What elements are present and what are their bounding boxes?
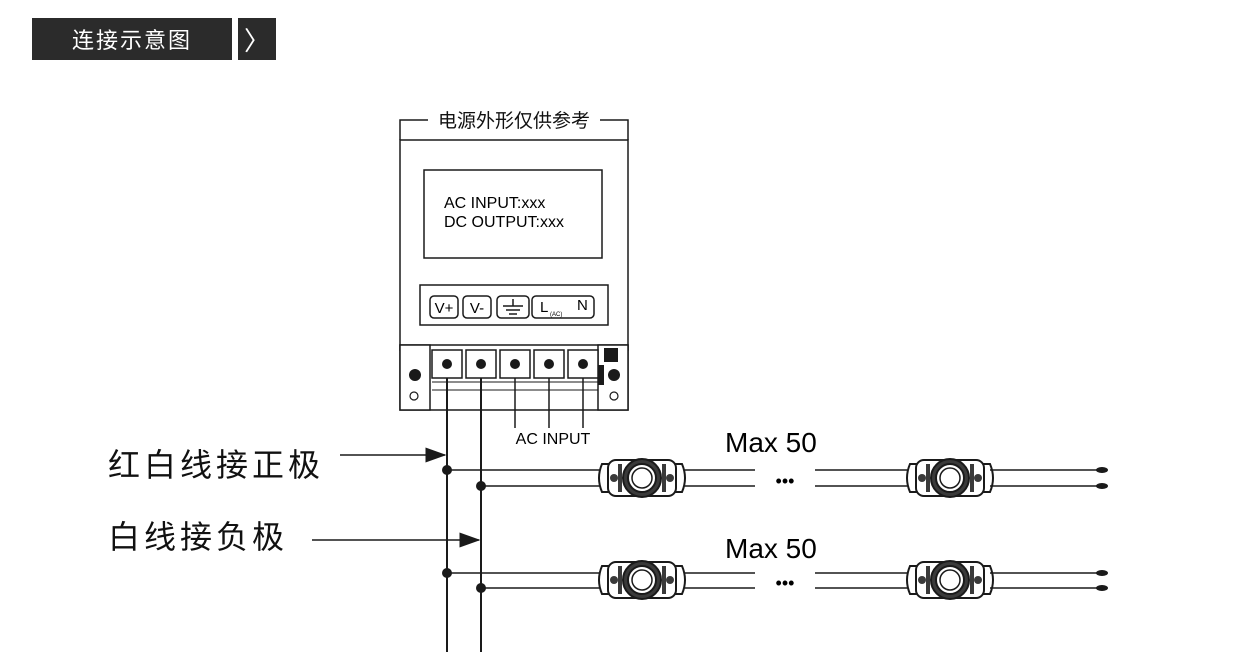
diagram-title: 连接示意图 [71, 29, 192, 54]
led-module [906, 560, 994, 600]
ellipsis: ••• [776, 573, 795, 593]
ac-input-wire-label: AC INPUT [516, 431, 591, 448]
negative-wire-label: 白线接负极 [108, 518, 288, 556]
positive-wire-label: 红白线接正极 [108, 446, 324, 484]
terminal-vminus-label: V- [470, 300, 484, 317]
led-module [906, 458, 994, 498]
terminal-labels: V+ V- L (AC) N [429, 295, 595, 319]
spec-label-panel [423, 169, 603, 259]
power-supply-caption: 电源外形仅供参考 [438, 110, 590, 132]
ac-input-spec: AC INPUT:xxx [444, 195, 545, 212]
terminal-vplus-label: V+ [435, 300, 454, 317]
terminal-n-label: N [577, 297, 588, 314]
bus-wires [446, 378, 482, 652]
dc-output-spec: DC OUTPUT:xxx [444, 214, 564, 231]
diagram-title-tag: 连接示意图 [32, 18, 232, 60]
led-module [598, 458, 686, 498]
chevron-right-icon: 〉 [238, 18, 276, 60]
ground-icon [503, 299, 523, 315]
terminal-l-subscript: (AC) [550, 312, 562, 318]
led-row-2: ••• Max 50 [442, 533, 1108, 600]
terminal-l-label: L [540, 299, 548, 316]
led-row-1: ••• Max 50 [442, 427, 1108, 498]
max-count-label: Max 50 [725, 533, 817, 564]
led-module [598, 560, 686, 600]
max-count-label: Max 50 [725, 427, 817, 458]
power-supply: 电源外形仅供参考 AC INPUT:xxx DC OUTPUT:xxx V+ V… [399, 110, 629, 448]
ellipsis: ••• [776, 471, 795, 491]
